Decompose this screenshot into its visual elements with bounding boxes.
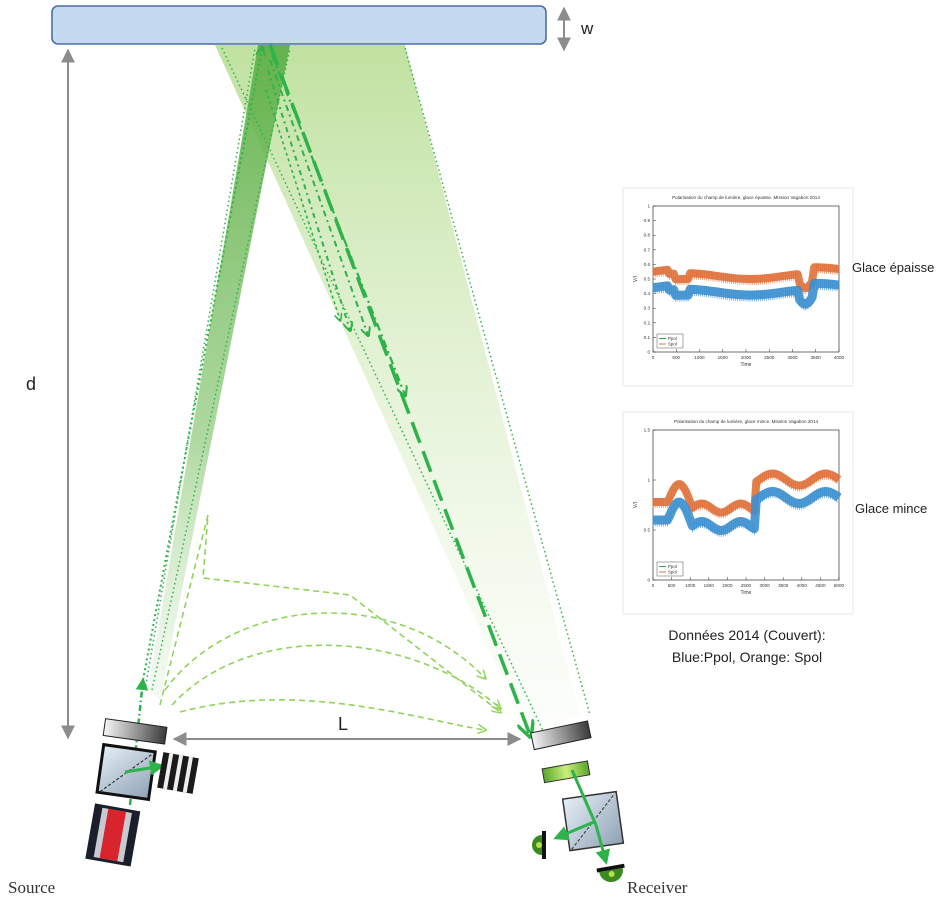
y-tick-label: 0 [647, 578, 650, 583]
y-tick-label: 0.6 [644, 262, 651, 267]
source-side-beam [124, 760, 165, 776]
source-label: Source [8, 878, 56, 897]
ground-scatter-path-4 [179, 699, 485, 730]
receiver-side-beam [553, 820, 595, 841]
x-tick-label: 0 [652, 583, 655, 588]
x-tick-label: 5000 [834, 583, 845, 588]
w-label: w [581, 19, 594, 38]
photodiode-ppol [532, 831, 546, 859]
x-tick-label: 1000 [685, 583, 696, 588]
x-tick-label: 0 [652, 355, 655, 360]
legend-spol-label: Spol [668, 342, 677, 347]
d-label: d [26, 374, 37, 394]
thin-ice-label: Glace mince [855, 501, 928, 516]
ground-scatter-path-2 [164, 612, 485, 691]
receiver-down-beam [594, 824, 611, 865]
thick-ice-label: Glace épaisse [852, 260, 935, 275]
volume-scatter-ray-2 [269, 59, 368, 335]
y-tick-label: 1 [647, 204, 650, 209]
y-tick-label: 0.8 [644, 233, 651, 238]
legend-spol-label: Spol [668, 570, 677, 575]
legend-ppol-label: Ppol [668, 336, 677, 341]
x-tick-label: 3000 [787, 355, 798, 360]
y-tick-label: 0.9 [644, 218, 651, 223]
laser-source [85, 803, 141, 867]
source-detector [157, 752, 199, 794]
source-window [102, 718, 168, 745]
photodiode-spol [596, 863, 625, 883]
receiver-window [530, 720, 592, 751]
volume-scatter-ray-4 [265, 89, 340, 320]
receiver-fov-left [221, 47, 546, 736]
source-fov-right [151, 47, 291, 691]
ice-slab [51, 5, 547, 45]
x-tick-label: 1000 [694, 355, 705, 360]
x-tick-label: 2000 [722, 583, 733, 588]
incident-ray [142, 48, 262, 681]
source-beam [128, 677, 149, 806]
plot-thin-ice: Polarisation du champ de lumière, glace … [622, 411, 854, 615]
x-tick-label: 2500 [741, 583, 752, 588]
caption-line-2: Blue:Ppol, Orange: Spol [671, 649, 823, 665]
legend-ppol-label: Ppol [668, 564, 677, 569]
y-tick-label: 0.7 [644, 247, 651, 252]
plot-title: Polarisation du champ de lumière, glace … [672, 195, 820, 200]
y-tick-label: 0.3 [644, 306, 651, 311]
caption-line-1: Données 2014 (Couvert): [668, 627, 826, 643]
x-tick-label: 500 [668, 583, 676, 588]
ppol-series-texture [652, 487, 838, 537]
y-axis-label: V/I [633, 276, 639, 282]
source-optics [85, 718, 199, 867]
x-tick-label: 500 [672, 355, 680, 360]
volume-scatter-ray-3 [267, 69, 350, 330]
y-tick-label: 0.5 [644, 277, 651, 282]
l-label: L [338, 714, 349, 734]
y-tick-label: 1.5 [644, 428, 651, 433]
x-tick-label: 3500 [778, 583, 789, 588]
receiver-optics [530, 720, 625, 883]
x-tick-label: 3500 [811, 355, 822, 360]
x-tick-label: 3000 [759, 583, 770, 588]
plot-thick-ice: Polarisation du champ de lumière, glace … [622, 187, 854, 387]
spol-series-texture [652, 263, 838, 294]
ppol-series-texture [652, 278, 838, 311]
volume-scatter-ray-1 [270, 54, 405, 395]
x-tick-label: 4500 [815, 583, 826, 588]
y-tick-label: 0 [647, 350, 650, 355]
ground-scatter-path-3 [171, 644, 500, 708]
source-fov-left [144, 47, 256, 691]
y-tick-label: 0.2 [644, 320, 651, 325]
data-caption: Données 2014 (Couvert): Blue:Ppol, Orang… [632, 624, 862, 668]
plot-title: Polarisation du champ de lumière, glace … [674, 419, 819, 424]
ground-scatter-path-1 [159, 514, 500, 712]
y-tick-label: 0.4 [644, 291, 651, 296]
y-tick-label: 1 [647, 478, 650, 483]
x-axis-label: Time [741, 590, 752, 596]
receiver-filter [541, 760, 591, 784]
x-tick-label: 2500 [764, 355, 775, 360]
x-tick-label: 4000 [797, 583, 808, 588]
x-tick-label: 4000 [834, 355, 845, 360]
x-axis-label: Time [741, 362, 752, 368]
x-tick-label: 1500 [704, 583, 715, 588]
y-tick-label: 0.1 [644, 335, 651, 340]
reflected-light-cone [215, 45, 580, 740]
x-tick-label: 2000 [741, 355, 752, 360]
receiver-label: Receiver [627, 878, 688, 897]
receiver-fov-right [404, 47, 591, 716]
receiver-inner-beam [570, 769, 598, 826]
x-tick-label: 1500 [718, 355, 729, 360]
spol-series-texture [652, 469, 838, 519]
y-axis-label: V/I [633, 502, 639, 508]
y-tick-label: 0.5 [644, 528, 651, 533]
incident-beam [148, 45, 290, 700]
